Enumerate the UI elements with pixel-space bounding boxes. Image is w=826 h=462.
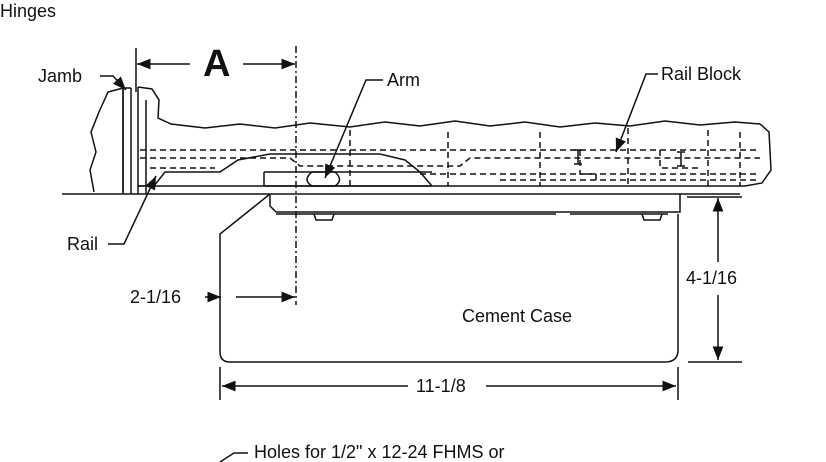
rail-block-pin-2 xyxy=(677,151,685,167)
cement-case-label: Cement Case xyxy=(462,306,573,326)
rail-label: Rail xyxy=(67,234,99,254)
rail-block-leader xyxy=(615,73,658,153)
cement-case-outline xyxy=(219,193,679,363)
jamb-outline xyxy=(89,87,124,193)
holes-note: Holes for 1/2" x 12-24 FHMS or xyxy=(254,442,505,462)
arm-label: Arm xyxy=(387,70,420,90)
arm-pivot xyxy=(306,171,341,187)
rail-block-pin-1 xyxy=(574,149,582,165)
holes-leader xyxy=(219,452,248,462)
dim-2-1-16-label: 2-1/16 xyxy=(130,287,182,307)
jamb-leader xyxy=(100,75,127,91)
jamb-label: Jamb xyxy=(38,66,83,86)
dimension-a-label: A xyxy=(203,43,231,85)
page-title: Hinges xyxy=(0,1,57,21)
case-tab-right xyxy=(641,213,663,221)
rail-body xyxy=(137,87,147,194)
dim-4-1-16-label: 4-1/16 xyxy=(686,268,738,288)
hidden-lines xyxy=(140,128,760,186)
case-top-plate xyxy=(269,194,681,213)
arm-body xyxy=(263,171,432,187)
rail-block-label: Rail Block xyxy=(661,64,742,84)
case-tab-left xyxy=(313,213,335,221)
jamb-face xyxy=(122,87,132,194)
arm-leader xyxy=(324,79,383,179)
door-outline xyxy=(137,86,772,187)
dim-11-1-8-label: 11-1/8 xyxy=(416,376,466,396)
arm-bulge xyxy=(153,153,433,187)
rail-leader xyxy=(108,175,157,245)
